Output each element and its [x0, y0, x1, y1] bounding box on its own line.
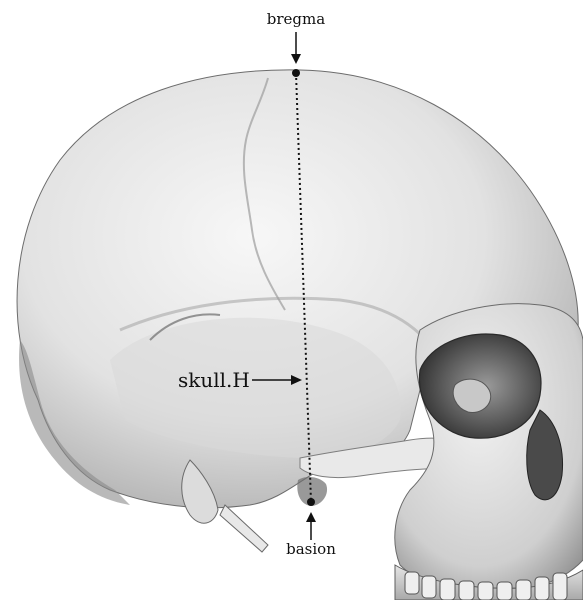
basion-point — [307, 498, 315, 506]
bregma-point — [292, 69, 300, 77]
skull-h-label: skull.H — [178, 368, 250, 392]
basion-arrowhead — [306, 512, 316, 522]
bregma-arrowhead — [291, 54, 301, 64]
styloid-process — [220, 505, 268, 552]
bregma-label: bregma — [267, 10, 325, 28]
basion-label: basion — [286, 540, 336, 558]
